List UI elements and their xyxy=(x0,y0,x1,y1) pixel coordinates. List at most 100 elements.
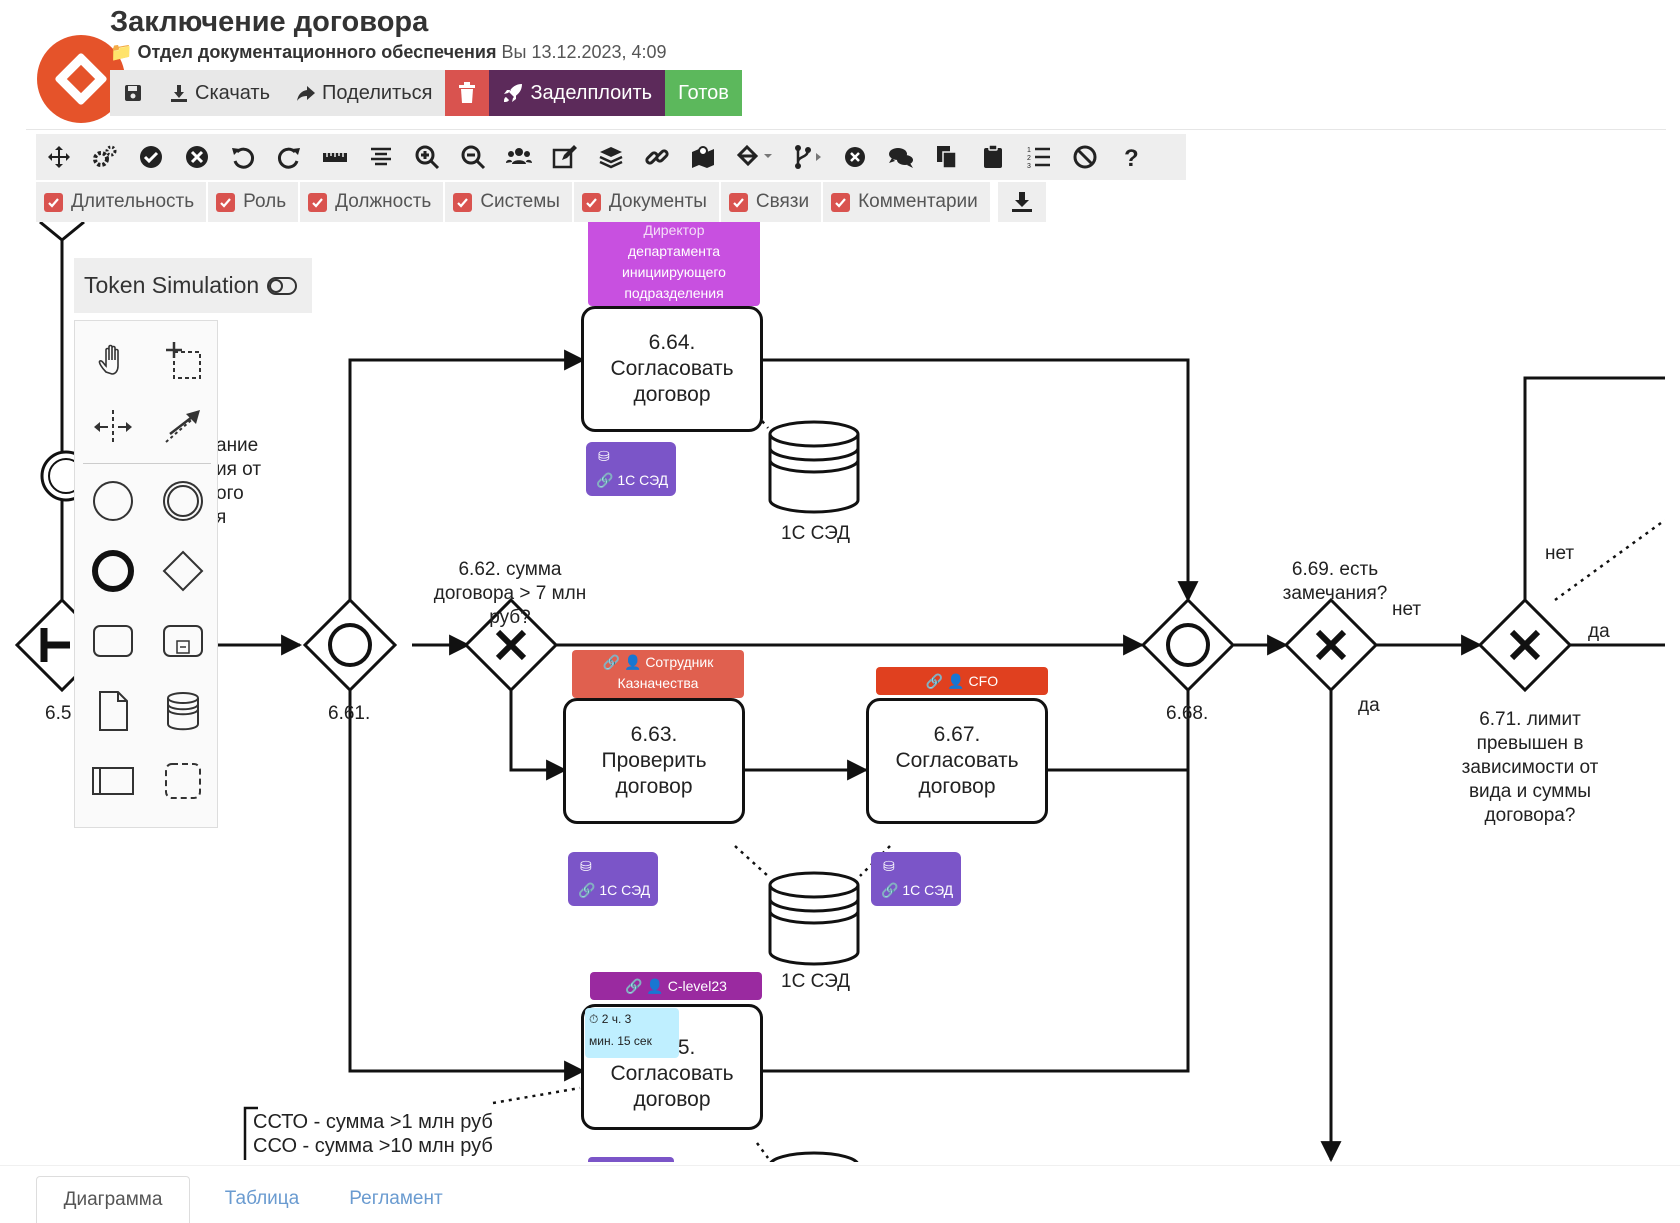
token-simulation-toggle[interactable]: Token Simulation xyxy=(74,258,312,313)
checkbox-icon[interactable] xyxy=(44,192,63,212)
edit-icon[interactable] xyxy=(542,134,588,180)
subprocess-icon[interactable] xyxy=(153,611,213,671)
lasso-tool-icon[interactable] xyxy=(153,331,213,391)
folder-icon: 📁 xyxy=(110,42,133,62)
share-icon xyxy=(297,86,315,101)
ban-icon[interactable] xyxy=(1062,134,1108,180)
align-icon[interactable] xyxy=(358,134,404,180)
system-badge: ⛁🔗 1С СЭД xyxy=(586,442,676,496)
filter-systems[interactable]: Системы xyxy=(445,182,572,222)
map-icon[interactable] xyxy=(680,134,726,180)
check-circle-icon[interactable] xyxy=(128,134,174,180)
branch-icon[interactable] xyxy=(784,134,832,180)
undo-icon[interactable] xyxy=(220,134,266,180)
close-circle-icon[interactable] xyxy=(174,134,220,180)
zoom-out-icon[interactable] xyxy=(450,134,496,180)
svg-text:3: 3 xyxy=(1027,163,1031,170)
export-button[interactable] xyxy=(997,182,1046,222)
filter-documents[interactable]: Документы xyxy=(573,182,719,222)
zoom-in-icon[interactable] xyxy=(404,134,450,180)
intermediate-event-icon[interactable] xyxy=(153,471,213,531)
space-tool-icon[interactable] xyxy=(83,397,143,457)
ruler-icon[interactable] xyxy=(312,134,358,180)
ready-button[interactable]: Готов xyxy=(665,70,742,116)
filter-duration[interactable]: Длительность xyxy=(36,182,207,222)
move-icon[interactable] xyxy=(36,134,82,180)
copy-icon[interactable] xyxy=(924,134,970,180)
cancel-icon[interactable] xyxy=(832,134,878,180)
delete-button[interactable] xyxy=(445,70,490,116)
paint-bucket-icon[interactable] xyxy=(726,134,784,180)
filter-role[interactable]: Роль xyxy=(208,182,299,222)
save-icon xyxy=(125,85,141,101)
layers-icon[interactable] xyxy=(588,134,634,180)
redo-icon[interactable] xyxy=(266,134,312,180)
paste-icon[interactable] xyxy=(970,134,1016,180)
checkbox-icon[interactable] xyxy=(831,192,851,212)
link-icon: 🔗 xyxy=(602,654,621,670)
trash-icon xyxy=(459,82,476,103)
filter-bar: Длительность Роль Должность Системы Доку… xyxy=(36,182,1046,222)
header-divider xyxy=(26,129,1666,130)
download-icon xyxy=(171,85,187,102)
checkbox-icon[interactable] xyxy=(728,192,748,212)
save-button[interactable] xyxy=(110,70,156,116)
palette-divider xyxy=(83,463,211,464)
folder-name[interactable]: Отдел документационного обеспечения xyxy=(137,42,497,62)
link-icon: 🔗 xyxy=(925,673,944,689)
comments-icon[interactable] xyxy=(878,134,924,180)
role-badge-667: 🔗 👤 CFO xyxy=(876,667,1048,695)
filter-position[interactable]: Должность xyxy=(300,182,444,222)
pool-icon[interactable] xyxy=(83,751,143,811)
download-button[interactable]: Скачать xyxy=(156,70,283,116)
data-object-icon[interactable] xyxy=(83,681,143,741)
filter-comments[interactable]: Комментарии xyxy=(823,182,990,222)
app-logo xyxy=(37,35,125,123)
end-event-icon[interactable] xyxy=(83,541,143,601)
gateway-icon[interactable] xyxy=(153,541,213,601)
tab-regulation[interactable]: Регламент xyxy=(349,1188,443,1209)
tab-table[interactable]: Таблица xyxy=(224,1188,300,1209)
view-tabs: Диаграмма Таблица Регламент xyxy=(0,1165,1680,1223)
gateway-label-668: 6.68. xyxy=(1166,703,1209,724)
user-icon: 👤 xyxy=(947,673,965,689)
filter-links[interactable]: Связи xyxy=(720,182,822,222)
settings-icon[interactable] xyxy=(82,134,128,180)
group-icon[interactable] xyxy=(153,751,213,811)
role-badge-665: 🔗 👤 C-level23 xyxy=(590,972,762,1000)
timer-icon: ⏱ xyxy=(589,1012,599,1026)
data-store-icon[interactable] xyxy=(153,681,213,741)
task-icon[interactable] xyxy=(83,611,143,671)
left-id: 6.5 xyxy=(45,703,72,724)
connect-tool-icon[interactable] xyxy=(153,397,213,457)
checkbox-icon[interactable] xyxy=(216,192,236,212)
hand-tool-icon[interactable] xyxy=(83,331,143,391)
user-icon: 👤 xyxy=(623,654,642,670)
link-icon[interactable] xyxy=(634,134,680,180)
database-icon: ⛁ xyxy=(598,448,610,464)
system-badge-partial xyxy=(588,1157,674,1162)
checkbox-icon[interactable] xyxy=(453,192,473,212)
help-icon[interactable]: ? xyxy=(1108,134,1154,180)
users-icon[interactable] xyxy=(496,134,542,180)
data-store-label: 1С СЭД xyxy=(781,523,850,544)
start-event-icon[interactable] xyxy=(83,471,143,531)
flow-label-yes: да xyxy=(1358,695,1380,716)
checkbox-icon[interactable] xyxy=(308,192,328,212)
deploy-button[interactable]: Заделплоить xyxy=(489,70,666,116)
database-icon: ⛁ xyxy=(580,858,592,874)
share-button[interactable]: Поделиться xyxy=(283,70,446,116)
checkbox-icon[interactable] xyxy=(581,192,601,212)
tab-diagram[interactable]: Диаграмма xyxy=(36,1176,190,1223)
